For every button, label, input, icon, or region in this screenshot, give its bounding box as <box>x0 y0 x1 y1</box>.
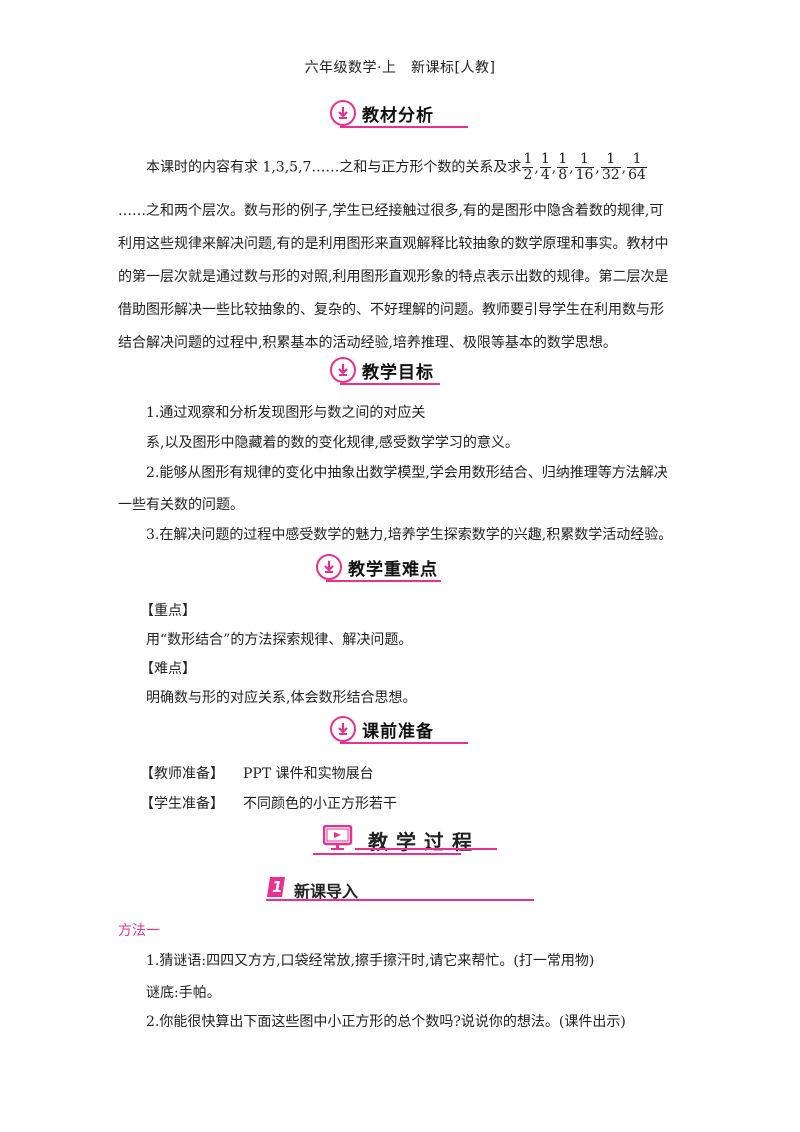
analysis-line: 结合解决问题的过程中,积累基本的活动经验,培养推理、极限等基本的数学思想。 <box>118 335 617 351</box>
numerator: 1 <box>627 152 647 168</box>
method-label: 方法一 <box>118 923 160 939</box>
process-title: 教学过程 <box>368 830 480 854</box>
process-underline <box>313 853 461 855</box>
separator: , <box>551 159 557 176</box>
numerator: 1 <box>539 151 551 168</box>
download-arrow-icon <box>330 100 356 126</box>
page-header: 六年级数学·上 新课标[人教] <box>304 60 496 76</box>
teacher-prep-text: PPT 课件和实物展台 <box>243 766 374 782</box>
keypoint-label: 【重点】 <box>140 603 196 619</box>
denominator: 32 <box>601 167 620 183</box>
analysis-line: 利用这些规律来解决问题,有的是利用图形来直观解释比较抽象的数学原理和事实。教材中 <box>118 236 669 252</box>
section-title: 教学重难点 <box>348 560 438 580</box>
analysis-prefix: 本课时的内容有求 1,3,5,7……之和与正方形个数的关系及求 <box>146 159 522 176</box>
section-prep-heading: 课前准备 <box>330 716 470 744</box>
numerator: 1 <box>574 152 595 168</box>
process-underline-2 <box>355 848 497 850</box>
goal-3: 3.在解决问题的过程中感受数学的魅力,培养学生探索数学的兴趣,积累数学活动经验。 <box>146 527 673 543</box>
student-prep-text: 不同颜色的小正方形若干 <box>243 796 397 812</box>
goal-2a: 2.能够从图形有规律的变化中抽象出数学模型,学会用数形结合、归纳推理等方法解决 <box>146 465 668 481</box>
goal-1a: 1.通过观察和分析发现图形与数之间的对应关 <box>146 405 426 421</box>
denominator: 4 <box>540 167 550 183</box>
denominator: 2 <box>523 167 533 183</box>
intro-a1: 谜底:手帕。 <box>146 985 221 1001</box>
download-arrow-icon <box>316 554 342 580</box>
newlesson-title: 新课导入 <box>294 882 359 901</box>
numerator: 1 <box>557 151 569 168</box>
section-analysis-heading: 教材分析 <box>330 100 470 128</box>
numerator: 1 <box>600 152 621 168</box>
teacher-prep-label: 【教师准备】 <box>140 766 224 782</box>
goal-2b: 一些有关数的问题。 <box>118 497 244 513</box>
section-underline <box>326 580 441 582</box>
numerator: 1 <box>522 151 534 168</box>
difficulty-text: 明确数与形的对应关系,体会数形结合思想。 <box>146 690 417 706</box>
analysis-line: 的第一层次就是通过数与形的对照,利用图形直观形象的特点表示出数的规律。第二层次是 <box>118 269 669 285</box>
section-title: 教材分析 <box>362 106 434 126</box>
download-arrow-icon <box>330 716 356 742</box>
difficulty-label: 【难点】 <box>140 661 196 677</box>
newlesson-underline <box>266 899 534 901</box>
separator: , <box>534 159 539 176</box>
download-arrow-icon <box>330 357 356 383</box>
intro-q2: 2.你能很快算出下面这些图中小正方形的总个数吗?说说你的想法。(课件出示) <box>146 1014 626 1030</box>
keypoint-text: 用“数形结合”的方法探索规律、解决问题。 <box>146 632 413 648</box>
separator: , <box>569 159 574 176</box>
separator: , <box>595 159 600 176</box>
analysis-line: ……之和两个层次。数与形的例子,学生已经接触过很多,有的是图形中隐含着数的规律,… <box>118 203 664 219</box>
analysis-line: 借助图形解决一些比较抽象的、复杂的、不好理解的问题。教师要引导学生在利用数与形 <box>118 302 664 318</box>
denominator: 64 <box>628 167 646 183</box>
section-underline <box>340 126 468 128</box>
presentation-screen-icon <box>322 824 353 851</box>
goal-1b: 系,以及图形中隐藏着的数的变化规律,感受数学学习的意义。 <box>146 435 519 451</box>
section-goals-heading: 教学目标 <box>330 357 470 385</box>
section-keypoints-heading: 教学重难点 <box>316 554 476 582</box>
number-badge-icon <box>267 877 285 897</box>
section-underline <box>340 742 468 744</box>
student-prep-label: 【学生准备】 <box>140 796 224 812</box>
analysis-paragraph: ……之和两个层次。数与形的例子,学生已经接触过很多,有的是图形中隐含着数的规律,… <box>118 195 698 360</box>
denominator: 16 <box>575 167 594 183</box>
section-number: 1 <box>272 878 283 896</box>
section-underline <box>340 383 440 385</box>
separator: , <box>621 159 627 176</box>
intro-q1: 1.猜谜语:四四又方方,口袋经常放,擦手擦汗时,请它来帮忙。(打一常用物) <box>146 953 595 969</box>
section-title: 课前准备 <box>362 722 434 742</box>
section-title: 教学目标 <box>362 363 434 383</box>
denominator: 8 <box>558 167 568 183</box>
